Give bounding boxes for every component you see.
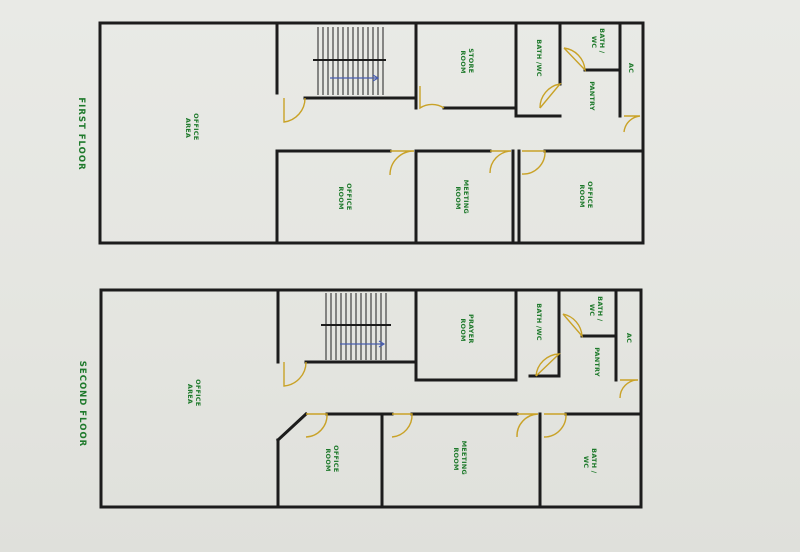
first-floor-title: FIRST FLOOR [76, 97, 86, 170]
sf-bath-wc-2-label: BATH / WC [588, 296, 604, 324]
ff-bath-wc-2-label: BATH / WC [590, 28, 606, 56]
sf-doors [283, 313, 639, 438]
second-floor-outer-wall [99, 288, 643, 509]
sf-pantry-label: PANTRY [593, 347, 601, 377]
sf-prayer-room-label: PRAYER ROOM [459, 314, 475, 346]
ff-bath-wc-label: BATH /WC [535, 39, 543, 77]
first-floor-plan: OFFICE AREA STORE ROOM BATH /WC BATH / W… [76, 21, 645, 245]
second-floor-plan: OFFICE AREA PRAYER ROOM BATH /WC BATH / … [77, 288, 643, 509]
sf-bath-wc-label: BATH /WC [535, 303, 543, 341]
ff-office-room-right-label: OFFICE ROOM [578, 181, 594, 211]
ff-pantry-label: PANTRY [588, 81, 596, 111]
sf-staircase [321, 293, 391, 360]
sf-meeting-room-label: MEETING ROOM [452, 441, 468, 478]
sf-ac-label: AC [625, 333, 633, 343]
second-floor-title: SECOND FLOOR [77, 361, 87, 447]
ff-office-area-label: OFFICE AREA [184, 113, 200, 143]
sf-office-area-label: OFFICE AREA [186, 379, 202, 409]
ff-store-room-label: STORE ROOM [459, 48, 475, 76]
ff-staircase [313, 27, 386, 95]
ff-doors [283, 47, 641, 176]
ff-office-room-label: OFFICE ROOM [337, 183, 353, 213]
sf-bath-wc-3-label: BATH / WC [582, 448, 598, 476]
ff-meeting-room-label: MEETING ROOM [454, 180, 470, 217]
ff-ac-label: AC [627, 63, 635, 73]
sf-office-room-label: OFFICE ROOM [324, 445, 340, 475]
sf-wall [275, 411, 309, 443]
first-floor-outer-wall [98, 21, 645, 245]
